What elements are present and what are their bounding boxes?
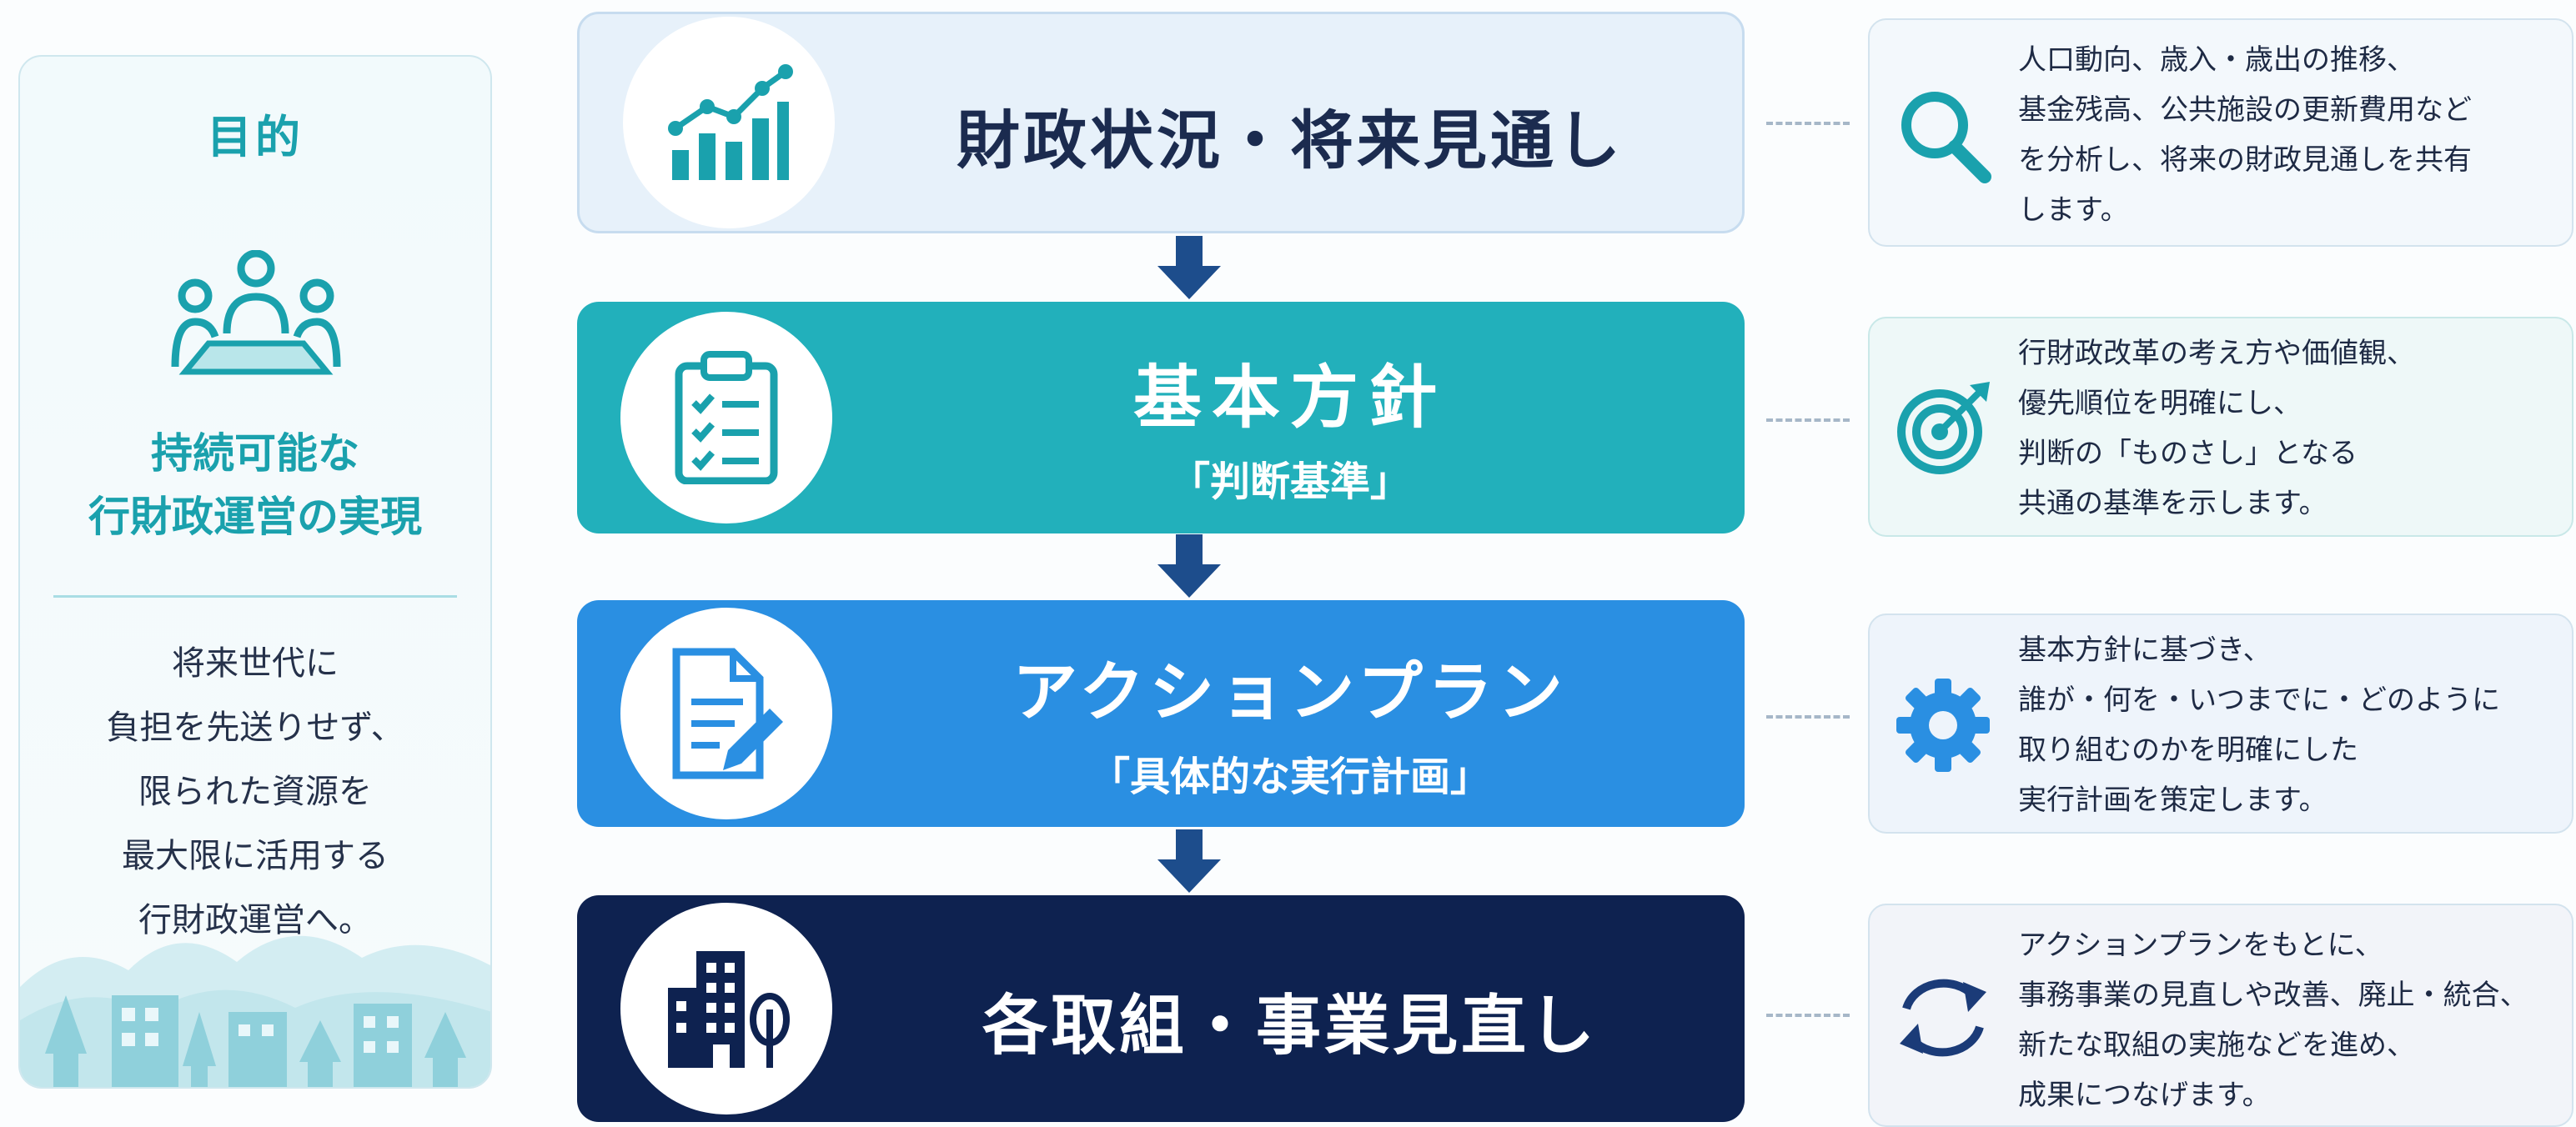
note-line: 成果につなげます。 — [2018, 1079, 2271, 1112]
purpose-panel: 目的 持続可能な 行財政運営の実現 将来世代に 負担を先送りせず、 限られた資源… — [18, 55, 492, 1089]
note-text: 基本方針に基づき、 誰が・何を・いつまでに・どのように 取り組むのかを明確にした… — [2018, 625, 2557, 825]
note-basic-policy: 行財政改革の考え方や価値観、 優先順位を明確にし、 判断の「ものさし」となる 共… — [1868, 317, 2573, 537]
note-text: 行財政改革の考え方や価値観、 優先順位を明確にし、 判断の「ものさし」となる 共… — [2018, 328, 2557, 528]
description-line: 将来世代に — [172, 644, 339, 683]
note-text: 人口動向、歳入・歳出の推移、 基金残高、公共施設の更新費用など を分析し、将来の… — [2018, 35, 2557, 235]
purpose-title: 目的 — [207, 111, 304, 163]
purpose-description: 将来世代に 負担を先送りせず、 限られた資源を 最大限に活用する 行財政運営へ。 — [20, 632, 490, 953]
note-line: 共通の基準を示します。 — [2018, 487, 2327, 520]
target-icon — [1897, 382, 1990, 474]
flow-arrow-down-icon — [1157, 534, 1221, 598]
step-title: アクションプラン — [1012, 655, 1568, 730]
step-title: 財政状況・将来見通し — [957, 103, 1624, 178]
dashed-connector — [1766, 418, 1850, 422]
purpose-goal: 持続可能な 行財政運営の実現 — [20, 422, 490, 548]
note-line: 基金残高、公共施設の更新費用など — [2018, 93, 2472, 127]
description-line: 負担を先送りせず、 — [106, 709, 404, 747]
note-line: 判断の「ものさし」となる — [2018, 437, 2358, 470]
dashed-connector — [1766, 715, 1850, 719]
step-icon-circle — [623, 17, 835, 228]
step-icon-circle — [620, 608, 832, 819]
note-line: 実行計画を策定します。 — [2018, 784, 2327, 817]
description-line: 行財政運営へ。 — [138, 901, 372, 939]
people-meeting-icon — [171, 250, 341, 375]
step-action-plan: アクションプラン 「具体的な実行計画」 — [577, 600, 1745, 827]
flow-arrow-down-icon — [1157, 236, 1221, 299]
step-title: 各取組・事業見直し — [982, 989, 1598, 1064]
description-line: 限られた資源を — [138, 773, 372, 811]
note-line: 誰が・何を・いつまでに・どのように — [2018, 684, 2500, 717]
building-icon — [668, 951, 790, 1068]
step-financial-outlook: 財政状況・将来見通し — [577, 12, 1745, 233]
document-pen-icon — [672, 648, 783, 779]
note-line: を分析し、将来の財政見通しを共有 — [2018, 143, 2472, 177]
description-line: 最大限に活用する — [122, 837, 389, 875]
note-line: 基本方針に基づき、 — [2018, 634, 2272, 667]
note-line: 新たな取組の実施などを進め、 — [2018, 1029, 2415, 1062]
goal-line: 持続可能な — [151, 429, 359, 478]
note-line: 行財政改革の考え方や価値観、 — [2018, 337, 2415, 370]
flow-arrow-down-icon — [1157, 829, 1221, 893]
note-action-plan: 基本方針に基づき、 誰が・何を・いつまでに・どのように 取り組むのかを明確にした… — [1868, 614, 2573, 834]
note-line: します。 — [2018, 193, 2129, 227]
step-subtitle: 「具体的な実行計画」 — [1089, 754, 1490, 800]
note-line: 人口動向、歳入・歳出の推移、 — [2018, 43, 2415, 77]
note-line: アクションプランをもとに、 — [2018, 929, 2383, 962]
step-initiative-review: 各取組・事業見直し — [577, 895, 1745, 1122]
step-subtitle: 「判断基準」 — [1169, 458, 1410, 505]
clipboard-checklist-icon — [675, 351, 778, 484]
step-icon-circle — [620, 312, 832, 523]
bar-chart-icon — [668, 64, 793, 180]
dashed-connector — [1766, 122, 1850, 125]
goal-line: 行財政運営の実現 — [88, 493, 422, 541]
purpose-divider — [53, 595, 457, 598]
note-line: 優先順位を明確にし、 — [2018, 387, 2302, 420]
note-line: 事務事業の見直しや改善、廃止・統合、 — [2018, 979, 2528, 1012]
search-icon — [1901, 92, 1991, 183]
note-text: アクションプランをもとに、 事務事業の見直しや改善、廃止・統合、 新たな取組の実… — [2018, 920, 2557, 1120]
cityscape-illustration — [20, 935, 490, 1087]
dashed-connector — [1766, 1014, 1850, 1017]
note-financial-analysis: 人口動向、歳入・歳出の推移、 基金残高、公共施設の更新費用など を分析し、将来の… — [1868, 18, 2573, 247]
note-line: 取り組むのかを明確にした — [2018, 734, 2358, 767]
step-icon-circle — [620, 903, 832, 1114]
step-title: 基本方針 — [1132, 358, 1447, 438]
refresh-cycle-icon — [1900, 979, 1986, 1057]
gear-icon — [1896, 679, 1990, 772]
step-basic-policy: 基本方針 「判断基準」 — [577, 302, 1745, 533]
note-initiative-review: アクションプランをもとに、 事務事業の見直しや改善、廃止・統合、 新たな取組の実… — [1868, 904, 2573, 1127]
